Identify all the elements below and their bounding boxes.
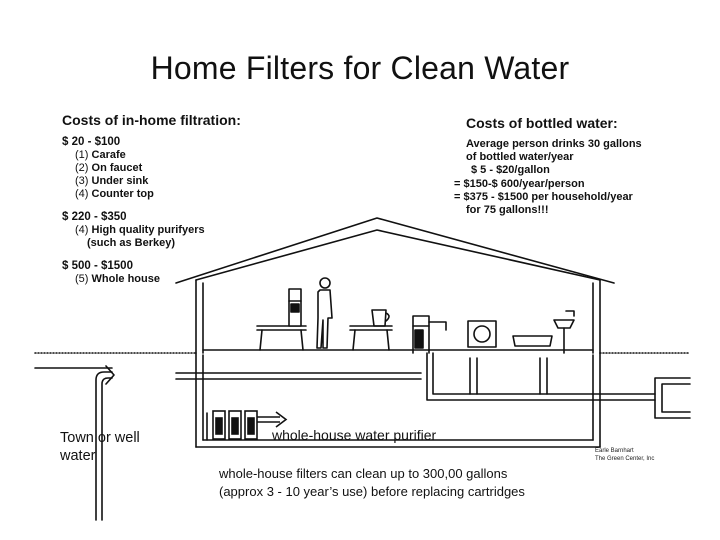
bottled-line: Average person drinks 30 gallons [466, 138, 642, 150]
item-number: (3) [75, 175, 89, 187]
bottled-costs-panel: Costs of bottled water: Average person d… [454, 115, 642, 217]
whole-house-purifier [212, 410, 288, 440]
list-item: (3) Under sink [62, 175, 241, 188]
bottled-line: = $375 - $1500 per household/year [454, 190, 633, 203]
in-home-costs-panel: Costs of in-home filtration: $ 20 - $100… [62, 112, 241, 286]
credit-organization: The Green Center, Inc [595, 455, 655, 462]
item-number: (4) [75, 224, 89, 236]
bottled-line: of bottled water/year [466, 151, 574, 164]
list-item: (4) High quality purifyers [62, 224, 241, 237]
bottled-line: = $150-$ 600/year/person [454, 177, 585, 190]
item-label: Whole house [91, 273, 160, 285]
pitcher [371, 309, 390, 327]
item-label: High quality purifyers [91, 224, 205, 236]
list-item: (4) Counter top [62, 188, 241, 201]
in-home-heading: Costs of in-home filtration: [62, 112, 241, 128]
item-label: Carafe [91, 149, 126, 161]
person-figure [316, 277, 333, 349]
outside-pipe [654, 377, 691, 419]
table-2 [349, 325, 393, 351]
credit: Earle Barnhart The Green Center, Inc [595, 448, 654, 463]
bottled-line: for 75 gallons!!! [466, 204, 549, 217]
item-number: (5) [75, 273, 89, 285]
footer-note: whole-house filters can clean up to 300,… [219, 465, 525, 501]
footer-line-1: whole-house filters can clean up to 300,… [219, 466, 508, 481]
list-item: (1) Carafe [62, 149, 241, 162]
price-range: $ 20 - $100 [62, 136, 121, 148]
item-number: (2) [75, 162, 89, 174]
item-number: (4) [75, 188, 89, 200]
list-item: (such as Berkey) [62, 237, 241, 250]
footer-line-2: (approx 3 - 10 year’s use) before replac… [219, 484, 525, 499]
well-pipe [95, 371, 113, 521]
price-group-2: $ 220 - $350 (4) High quality purifyers … [62, 211, 241, 250]
list-item: (5) Whole house [62, 273, 241, 286]
credit-author: Earle Barnhart [595, 448, 634, 454]
item-label: On faucet [91, 162, 143, 174]
outside-pipe-inner [661, 383, 691, 413]
roof-outline [175, 217, 615, 284]
table-1 [256, 325, 307, 351]
supply-pipe-b [432, 352, 656, 395]
roof-inner [195, 229, 601, 281]
kitchen-sink-filter [412, 315, 430, 327]
price-group-3: $ 500 - $1500 (5) Whole house [62, 260, 241, 286]
item-label: Under sink [91, 175, 149, 187]
item-number: (1) [75, 149, 89, 161]
washing-machine [467, 320, 497, 348]
price-range: $ 220 - $350 [62, 211, 127, 223]
price-range: $ 500 - $1500 [62, 260, 133, 272]
item-label: (such as Berkey) [87, 237, 176, 249]
bathtub [512, 335, 553, 347]
bottled-heading: Costs of bottled water: [466, 115, 618, 131]
town-or-well-water-label: Town or well water [60, 430, 140, 464]
purifier-label: whole-house water purifier [272, 427, 437, 443]
price-group-1: $ 20 - $100 (1) Carafe (2) On faucet (3)… [62, 136, 241, 201]
page-title: Home Filters for Clean Water [150, 50, 570, 86]
item-label: Counter top [91, 188, 154, 200]
supply-pipe-a [426, 352, 656, 401]
bottled-line: $ 5 - $20/gallon [471, 164, 550, 177]
bathroom-sink [553, 319, 575, 329]
list-item: (2) On faucet [62, 162, 241, 175]
well-pipe-inner [101, 377, 113, 521]
inlet-arrow [105, 365, 115, 385]
